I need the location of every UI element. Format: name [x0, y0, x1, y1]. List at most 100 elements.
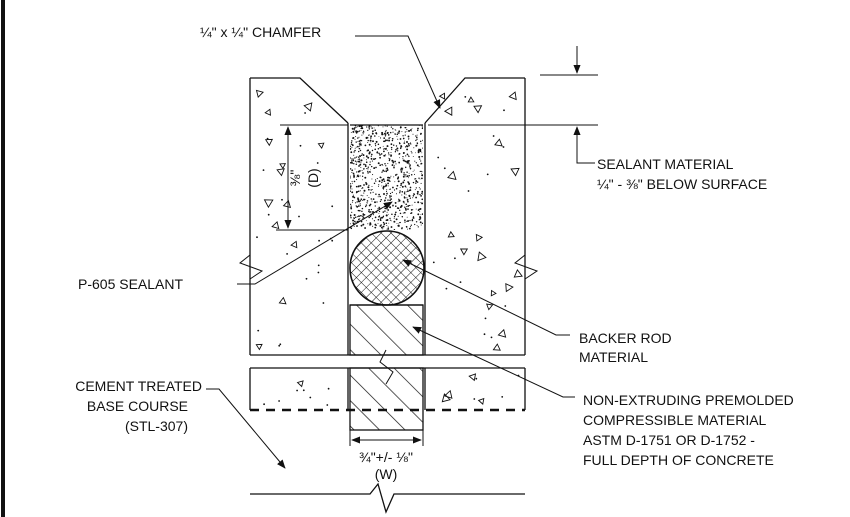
stipple-dot: [419, 210, 421, 212]
stipple-dot: [353, 177, 355, 179]
stipple-dot: [372, 174, 374, 176]
aggregate-dot: [302, 389, 305, 392]
backer-rod: [349, 230, 425, 306]
stipple-dot: [404, 146, 407, 148]
stipple-dot: [421, 173, 423, 174]
stipple-dot: [360, 220, 363, 223]
stipple-dot: [355, 146, 357, 148]
stipple-dot: [350, 145, 351, 148]
left-slab-top-chamfer: [250, 77, 349, 124]
aggregate-dot: [445, 287, 448, 290]
filler-upper: [349, 304, 424, 356]
stipple-dot: [402, 135, 404, 137]
stipple-dot: [360, 194, 362, 196]
stipple-dot: [401, 185, 404, 188]
stipple-dot: [402, 159, 404, 161]
sealant-material-label-line2: ¼" - ⅜" BELOW SURFACE: [597, 176, 767, 192]
stipple-dot: [351, 158, 353, 160]
stipple-dot: [416, 142, 419, 145]
stipple-dot: [417, 213, 420, 216]
stipple-dot: [362, 133, 364, 135]
stipple-dot: [422, 139, 423, 142]
stipple-dot: [358, 205, 360, 208]
aggregate-dot: [267, 213, 270, 216]
stipple-dot: [375, 145, 377, 147]
stipple-dot: [370, 141, 372, 143]
stipple-dot: [412, 170, 414, 172]
stipple-dot: [353, 217, 356, 220]
stipple-dot: [403, 192, 406, 195]
stipple-dot: [391, 159, 394, 162]
stipple-dot: [374, 148, 377, 151]
stipple-dot: [406, 160, 409, 163]
stipple-dot: [405, 127, 407, 129]
stipple-dot: [360, 215, 362, 217]
stipple-dot: [412, 195, 415, 197]
aggregate-dot: [317, 271, 320, 274]
stipple-dot: [364, 227, 367, 229]
aggregate-stone: [276, 168, 285, 177]
stipple-dot: [383, 140, 386, 143]
aggregate-stone: [490, 289, 497, 297]
stipple-dot: [420, 133, 422, 135]
stipple-dot: [379, 164, 382, 167]
aggregate-stone: [303, 102, 313, 112]
aggregate-stone: [459, 248, 469, 256]
stipple-dot: [384, 147, 386, 150]
stipple-dot: [350, 227, 353, 230]
stipple-dot: [355, 205, 357, 207]
aggregate-stone: [278, 296, 287, 305]
aggregate-stone: [282, 199, 292, 209]
aggregate-dot: [309, 396, 312, 399]
stipple-dot: [378, 207, 381, 209]
stipple-dot: [359, 141, 361, 143]
stipple-dot: [353, 127, 356, 129]
stipple-dot: [358, 147, 361, 150]
aggregate-dot: [464, 96, 467, 98]
aggregate-stone: [279, 163, 287, 170]
stipple-dot: [421, 177, 423, 180]
stipple-dot: [350, 132, 352, 134]
stipple-dot: [419, 216, 422, 219]
stipple-dot: [378, 212, 380, 214]
stipple-dot: [382, 221, 385, 224]
stipple-dot: [411, 218, 414, 221]
stipple-dot: [372, 140, 374, 143]
stipple-dot: [383, 150, 385, 153]
stipple-dot: [367, 172, 369, 174]
stipple-dot: [421, 152, 423, 154]
stipple-dot: [396, 147, 399, 150]
stipple-dot: [366, 168, 368, 170]
stipple-dot: [384, 163, 386, 165]
stipple-dot: [363, 184, 365, 186]
stipple-dot: [371, 132, 374, 135]
stipple-dot: [395, 218, 398, 221]
stipple-dot: [355, 163, 358, 165]
stipple-dot: [360, 154, 362, 156]
aggregate-dot: [326, 404, 329, 406]
stipple-dot: [375, 180, 377, 182]
aggregate-dot: [504, 305, 507, 307]
stipple-dot: [369, 224, 371, 226]
stipple-dot: [354, 202, 357, 204]
stipple-dot: [386, 228, 388, 230]
stipple-dot: [386, 167, 389, 170]
stipple-dot: [394, 151, 397, 153]
stipple-dot: [414, 178, 417, 180]
stipple-dot: [352, 222, 354, 224]
stipple-dot: [379, 137, 382, 139]
stipple-dot: [388, 159, 391, 162]
stipple-dot: [376, 178, 378, 180]
left-break-symbol: [238, 254, 264, 280]
stipple-dot: [352, 199, 354, 202]
concrete-aggregate: [255, 89, 523, 406]
stipple-dot: [385, 147, 387, 149]
stipple-dot: [413, 147, 415, 149]
stipple-dot: [367, 223, 369, 225]
stipple-dot: [368, 143, 371, 146]
stipple-dot: [412, 156, 414, 158]
aggregate-stone: [443, 389, 453, 399]
stipple-dot: [357, 137, 359, 139]
stipple-dot: [366, 126, 368, 128]
stipple-dot: [374, 129, 377, 131]
